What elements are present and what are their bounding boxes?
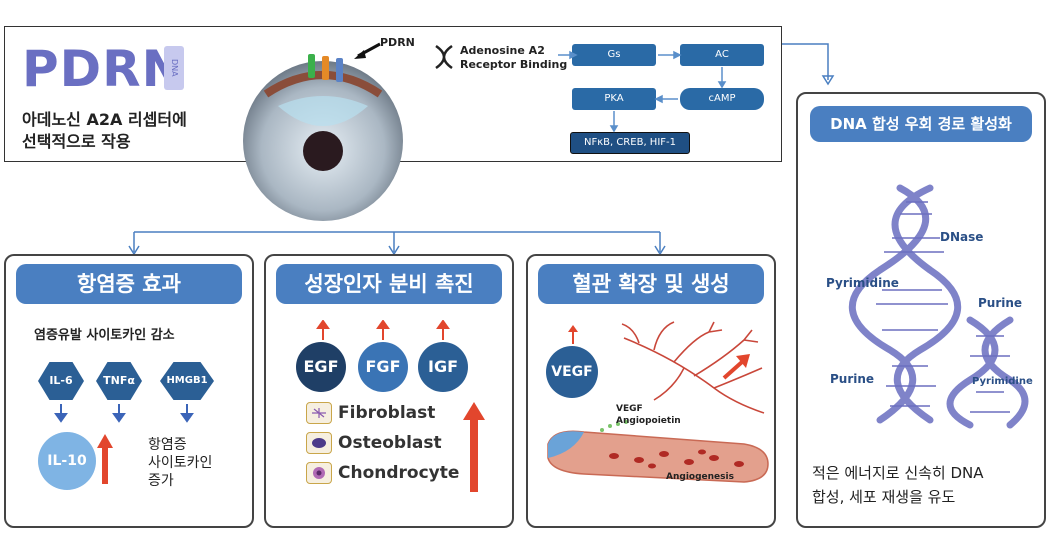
label-dnase: DNase <box>940 230 984 244</box>
growth-big-up-arrow <box>463 402 485 492</box>
increase-text-1: 항염증 <box>148 437 187 453</box>
factor-igf: IGF <box>418 342 468 392</box>
cell-label-osteoblast: Osteoblast <box>338 433 442 453</box>
label-purine-2: Purine <box>830 372 875 386</box>
receptor-label-1: Adenosine A2 <box>460 44 545 57</box>
dna-helix-illustration <box>849 184 1029 429</box>
flow-arrows <box>558 50 727 133</box>
dna-small-icon <box>435 44 453 70</box>
growth-up-arrows <box>316 320 450 340</box>
receptor-label-2: Receptor Binding <box>460 58 568 71</box>
cytokine-hmgb1: HMGB1 <box>160 362 214 400</box>
label-pyrimidine-1: Pyrimidine <box>826 276 899 290</box>
vegf-angio-label-1: VEGF <box>616 404 643 414</box>
cell-osteoblast: Osteoblast <box>306 432 442 454</box>
logo-dna-tag: DNA <box>164 46 184 90</box>
flow-camp: cAMP <box>680 88 764 110</box>
cytokine-down-arrows <box>54 404 194 423</box>
flow-gs: Gs <box>572 44 656 66</box>
flow-pka: PKA <box>572 88 656 110</box>
dna-title: DNA 합성 우회 경로 활성화 <box>810 106 1032 142</box>
osteoblast-icon <box>306 432 332 454</box>
increase-text-3: 증가 <box>148 473 174 489</box>
il10-up-arrow <box>97 434 113 484</box>
cell-label-fibroblast: Fibroblast <box>338 403 436 423</box>
top-desc-line1: 아데노신 A2A 리셉터에 <box>22 110 187 129</box>
pdrn-pointer-arrow <box>354 42 381 59</box>
vegf-circle: VEGF <box>546 346 598 398</box>
factor-egf: EGF <box>296 342 346 392</box>
inflammation-subtitle: 염증유발 사이토카인 감소 <box>34 328 175 343</box>
flow-nfkb: NFκB, CREB, HIF-1 <box>570 132 690 154</box>
growth-title: 성장인자 분비 촉진 <box>276 264 502 304</box>
label-purine-1: Purine <box>978 296 1023 310</box>
cytokine-il6: IL-6 <box>38 362 84 400</box>
factor-fgf: FGF <box>358 342 408 392</box>
il10-circle: IL-10 <box>38 432 96 490</box>
pdrn-logo: PDRN <box>22 40 185 98</box>
cell-fibroblast: Fibroblast <box>306 402 435 424</box>
dna-desc-line1: 적은 에너지로 신속히 DNA <box>812 464 984 482</box>
cell-illustration <box>243 54 403 221</box>
chondrocyte-icon <box>306 462 332 484</box>
vessel-title: 혈관 확장 및 생성 <box>538 264 764 304</box>
blood-vessel-tube <box>547 430 769 483</box>
label-pyrimidine-2: Pyrimidine <box>972 376 1033 387</box>
branch-arrows <box>128 231 666 256</box>
flow-ac: AC <box>680 44 764 66</box>
angiogenesis-label: Angiogenesis <box>666 472 734 482</box>
dna-panel <box>796 92 1046 528</box>
top-to-dna-arrow <box>782 43 835 86</box>
fibroblast-icon <box>306 402 332 424</box>
increase-text-2: 사이토카인 <box>148 455 213 471</box>
vegf-up-arrow <box>568 325 578 344</box>
top-desc-line2: 선택적으로 작용 <box>22 132 131 151</box>
dna-desc-line2: 합성, 세포 재생을 유도 <box>812 488 956 506</box>
inflammation-title: 항염증 효과 <box>16 264 242 304</box>
cytokine-tnfa: TNFα <box>96 362 142 400</box>
blood-vessel-branches <box>621 321 765 414</box>
cell-label-chondrocyte: Chondrocyte <box>338 463 460 483</box>
vegf-angio-label-2: Angiopoietin <box>616 416 681 426</box>
pdrn-pointer-label: PDRN <box>380 36 415 49</box>
cell-chondrocyte: Chondrocyte <box>306 462 459 484</box>
